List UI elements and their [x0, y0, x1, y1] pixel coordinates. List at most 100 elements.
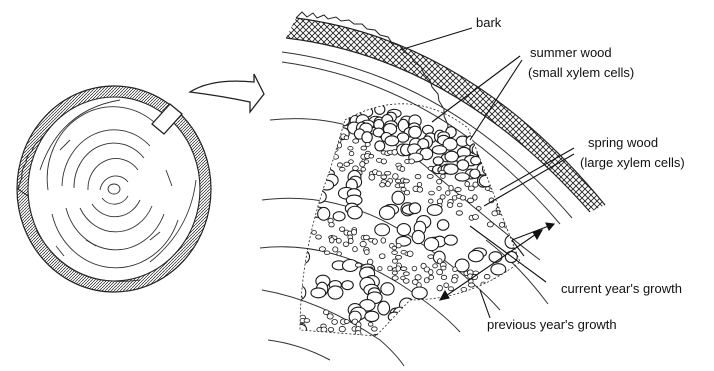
small-xylem-cell: [488, 306, 493, 311]
large-xylem-cell: [495, 336, 511, 347]
small-xylem-cell: [493, 278, 498, 282]
small-xylem-cell: [496, 294, 501, 299]
small-xylem-cell: [404, 335, 409, 339]
small-xylem-cell: [317, 138, 322, 143]
small-xylem-cell: [417, 182, 421, 186]
large-xylem-cell: [457, 160, 469, 170]
large-xylem-cell: [317, 341, 327, 350]
large-xylem-cell: [306, 194, 318, 208]
small-xylem-cell: [344, 320, 349, 324]
small-xylem-cell: [517, 199, 522, 203]
small-xylem-cell: [484, 294, 490, 299]
large-xylem-cell: [413, 312, 424, 321]
small-xylem-cell: [333, 247, 338, 252]
small-xylem-cell: [392, 276, 398, 281]
large-xylem-cell: [445, 151, 458, 162]
large-xylem-cell: [379, 206, 394, 219]
small-xylem-cell: [392, 259, 397, 263]
small-xylem-cell: [487, 222, 493, 227]
small-xylem-cell: [457, 203, 462, 207]
label-summer-wood: summer wood: [530, 44, 612, 61]
small-xylem-cell: [516, 298, 522, 302]
small-xylem-cell: [372, 327, 378, 331]
large-xylem-cell: [305, 179, 317, 193]
small-xylem-cell: [293, 238, 299, 243]
small-xylem-cell: [407, 251, 413, 257]
small-xylem-cell: [344, 136, 349, 140]
large-xylem-cell: [284, 146, 299, 159]
log-cross-section: [17, 86, 211, 292]
large-xylem-cell: [412, 287, 427, 299]
large-xylem-cell: [308, 176, 322, 186]
small-xylem-cell: [381, 175, 387, 179]
large-xylem-cell: [361, 95, 371, 106]
small-xylem-cell: [355, 263, 361, 267]
small-xylem-cell: [336, 238, 341, 243]
small-xylem-cell: [403, 279, 409, 284]
large-xylem-cell: [424, 238, 438, 251]
small-xylem-cell: [513, 287, 518, 292]
small-xylem-cell: [376, 342, 381, 347]
small-xylem-cell: [300, 152, 306, 157]
large-xylem-cell: [409, 203, 420, 214]
small-xylem-cell: [437, 179, 442, 184]
large-xylem-cell: [286, 80, 298, 89]
large-xylem-cell: [292, 333, 305, 342]
small-xylem-cell: [308, 130, 314, 136]
small-xylem-cell: [500, 310, 505, 314]
small-xylem-cell: [499, 222, 504, 227]
small-xylem-cell: [340, 167, 346, 171]
small-xylem-cell: [468, 186, 474, 191]
small-xylem-cell: [363, 235, 369, 240]
large-xylem-cell: [468, 250, 483, 261]
label-spring-wood-note: (large xylem cells): [580, 154, 685, 171]
small-xylem-cell: [288, 313, 294, 319]
small-xylem-cell: [381, 238, 386, 243]
large-xylem-cell: [289, 109, 300, 118]
small-xylem-cell: [384, 328, 389, 332]
small-xylem-cell: [437, 199, 442, 204]
large-xylem-cell: [409, 126, 422, 138]
small-xylem-cell: [305, 152, 311, 156]
small-xylem-cell: [288, 222, 294, 226]
small-xylem-cell: [319, 247, 325, 252]
large-xylem-cell: [521, 255, 535, 268]
small-xylem-cell: [392, 150, 397, 156]
label-previous-growth: previous year's growth: [487, 316, 617, 333]
large-xylem-cell: [312, 340, 325, 350]
large-xylem-cell: [303, 108, 313, 118]
large-xylem-cell: [301, 333, 314, 344]
large-xylem-cell: [362, 132, 372, 143]
small-xylem-cell: [328, 148, 334, 152]
small-xylem-cell: [524, 294, 529, 298]
small-xylem-cell: [460, 196, 466, 201]
small-xylem-cell: [449, 185, 453, 190]
small-xylem-cell: [523, 299, 529, 303]
small-xylem-cell: [403, 179, 409, 183]
small-xylem-cell: [428, 199, 433, 203]
large-xylem-cell: [348, 206, 363, 219]
large-xylem-cell: [483, 163, 493, 174]
small-xylem-cell: [429, 275, 434, 279]
large-xylem-cell: [375, 141, 385, 151]
small-xylem-cell: [353, 247, 358, 252]
large-xylem-cell: [320, 87, 333, 99]
small-xylem-cell: [333, 154, 339, 159]
small-xylem-cell: [288, 138, 294, 143]
small-xylem-cell: [455, 188, 461, 192]
small-xylem-cell: [369, 175, 375, 181]
small-xylem-cell: [467, 198, 473, 203]
large-xylem-cell: [337, 105, 349, 113]
small-xylem-cell: [329, 222, 334, 227]
small-xylem-cell: [517, 310, 522, 315]
small-xylem-cell: [392, 271, 397, 275]
large-xylem-cell: [314, 112, 326, 124]
small-xylem-cell: [288, 147, 293, 152]
small-xylem-cell: [465, 181, 470, 186]
small-xylem-cell: [386, 182, 391, 187]
small-xylem-cell: [508, 212, 514, 216]
small-xylem-cell: [369, 154, 374, 158]
small-xylem-cell: [300, 122, 306, 127]
large-xylem-cell: [349, 102, 359, 110]
